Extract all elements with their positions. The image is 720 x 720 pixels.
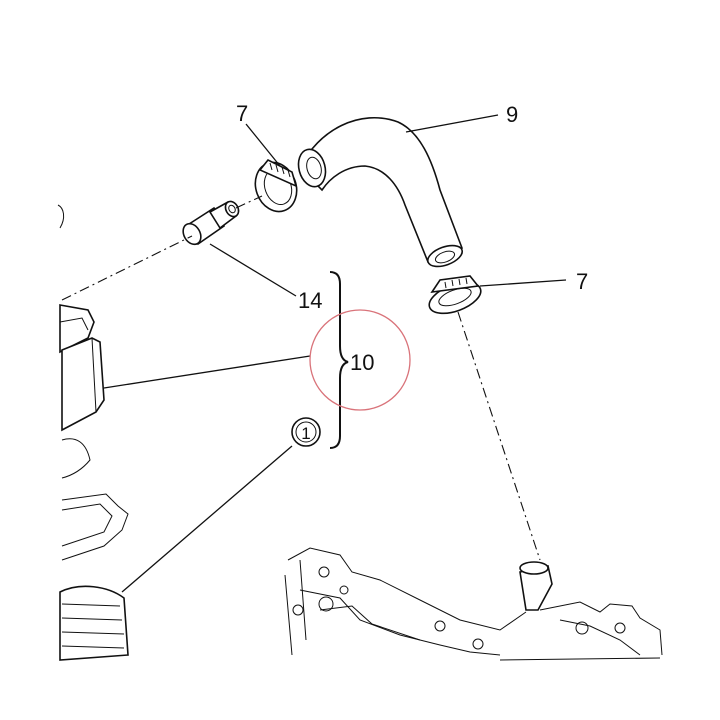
centerline-left [61,235,193,301]
left-cover-assembly [57,204,129,661]
callout-hose: 9 [506,102,518,127]
group-bracket [329,271,349,449]
leader-hose [405,114,499,133]
callout-clamp-right: 7 [576,269,588,294]
hose-fitting [182,200,240,246]
leader-clamp-right [479,279,567,287]
breather-hose [297,117,464,268]
callout-group: 10 [350,350,374,375]
centerline-right [457,311,541,561]
hose-clamp-right [428,275,482,315]
callout-circled-number: 1 [301,424,310,443]
leader-circled [121,445,293,593]
callout-clamp-top: 7 [236,101,248,126]
leader-fitting [209,243,297,297]
leader-clamp-top [245,123,281,167]
callout-circled: 1 [291,417,321,447]
hose-clamp-top [254,158,298,213]
highlight-circle [309,309,411,411]
engine-block-casting [284,547,663,661]
leader-group [103,355,311,389]
centerline-mid [235,195,263,209]
callout-fitting: 14 [298,288,322,313]
